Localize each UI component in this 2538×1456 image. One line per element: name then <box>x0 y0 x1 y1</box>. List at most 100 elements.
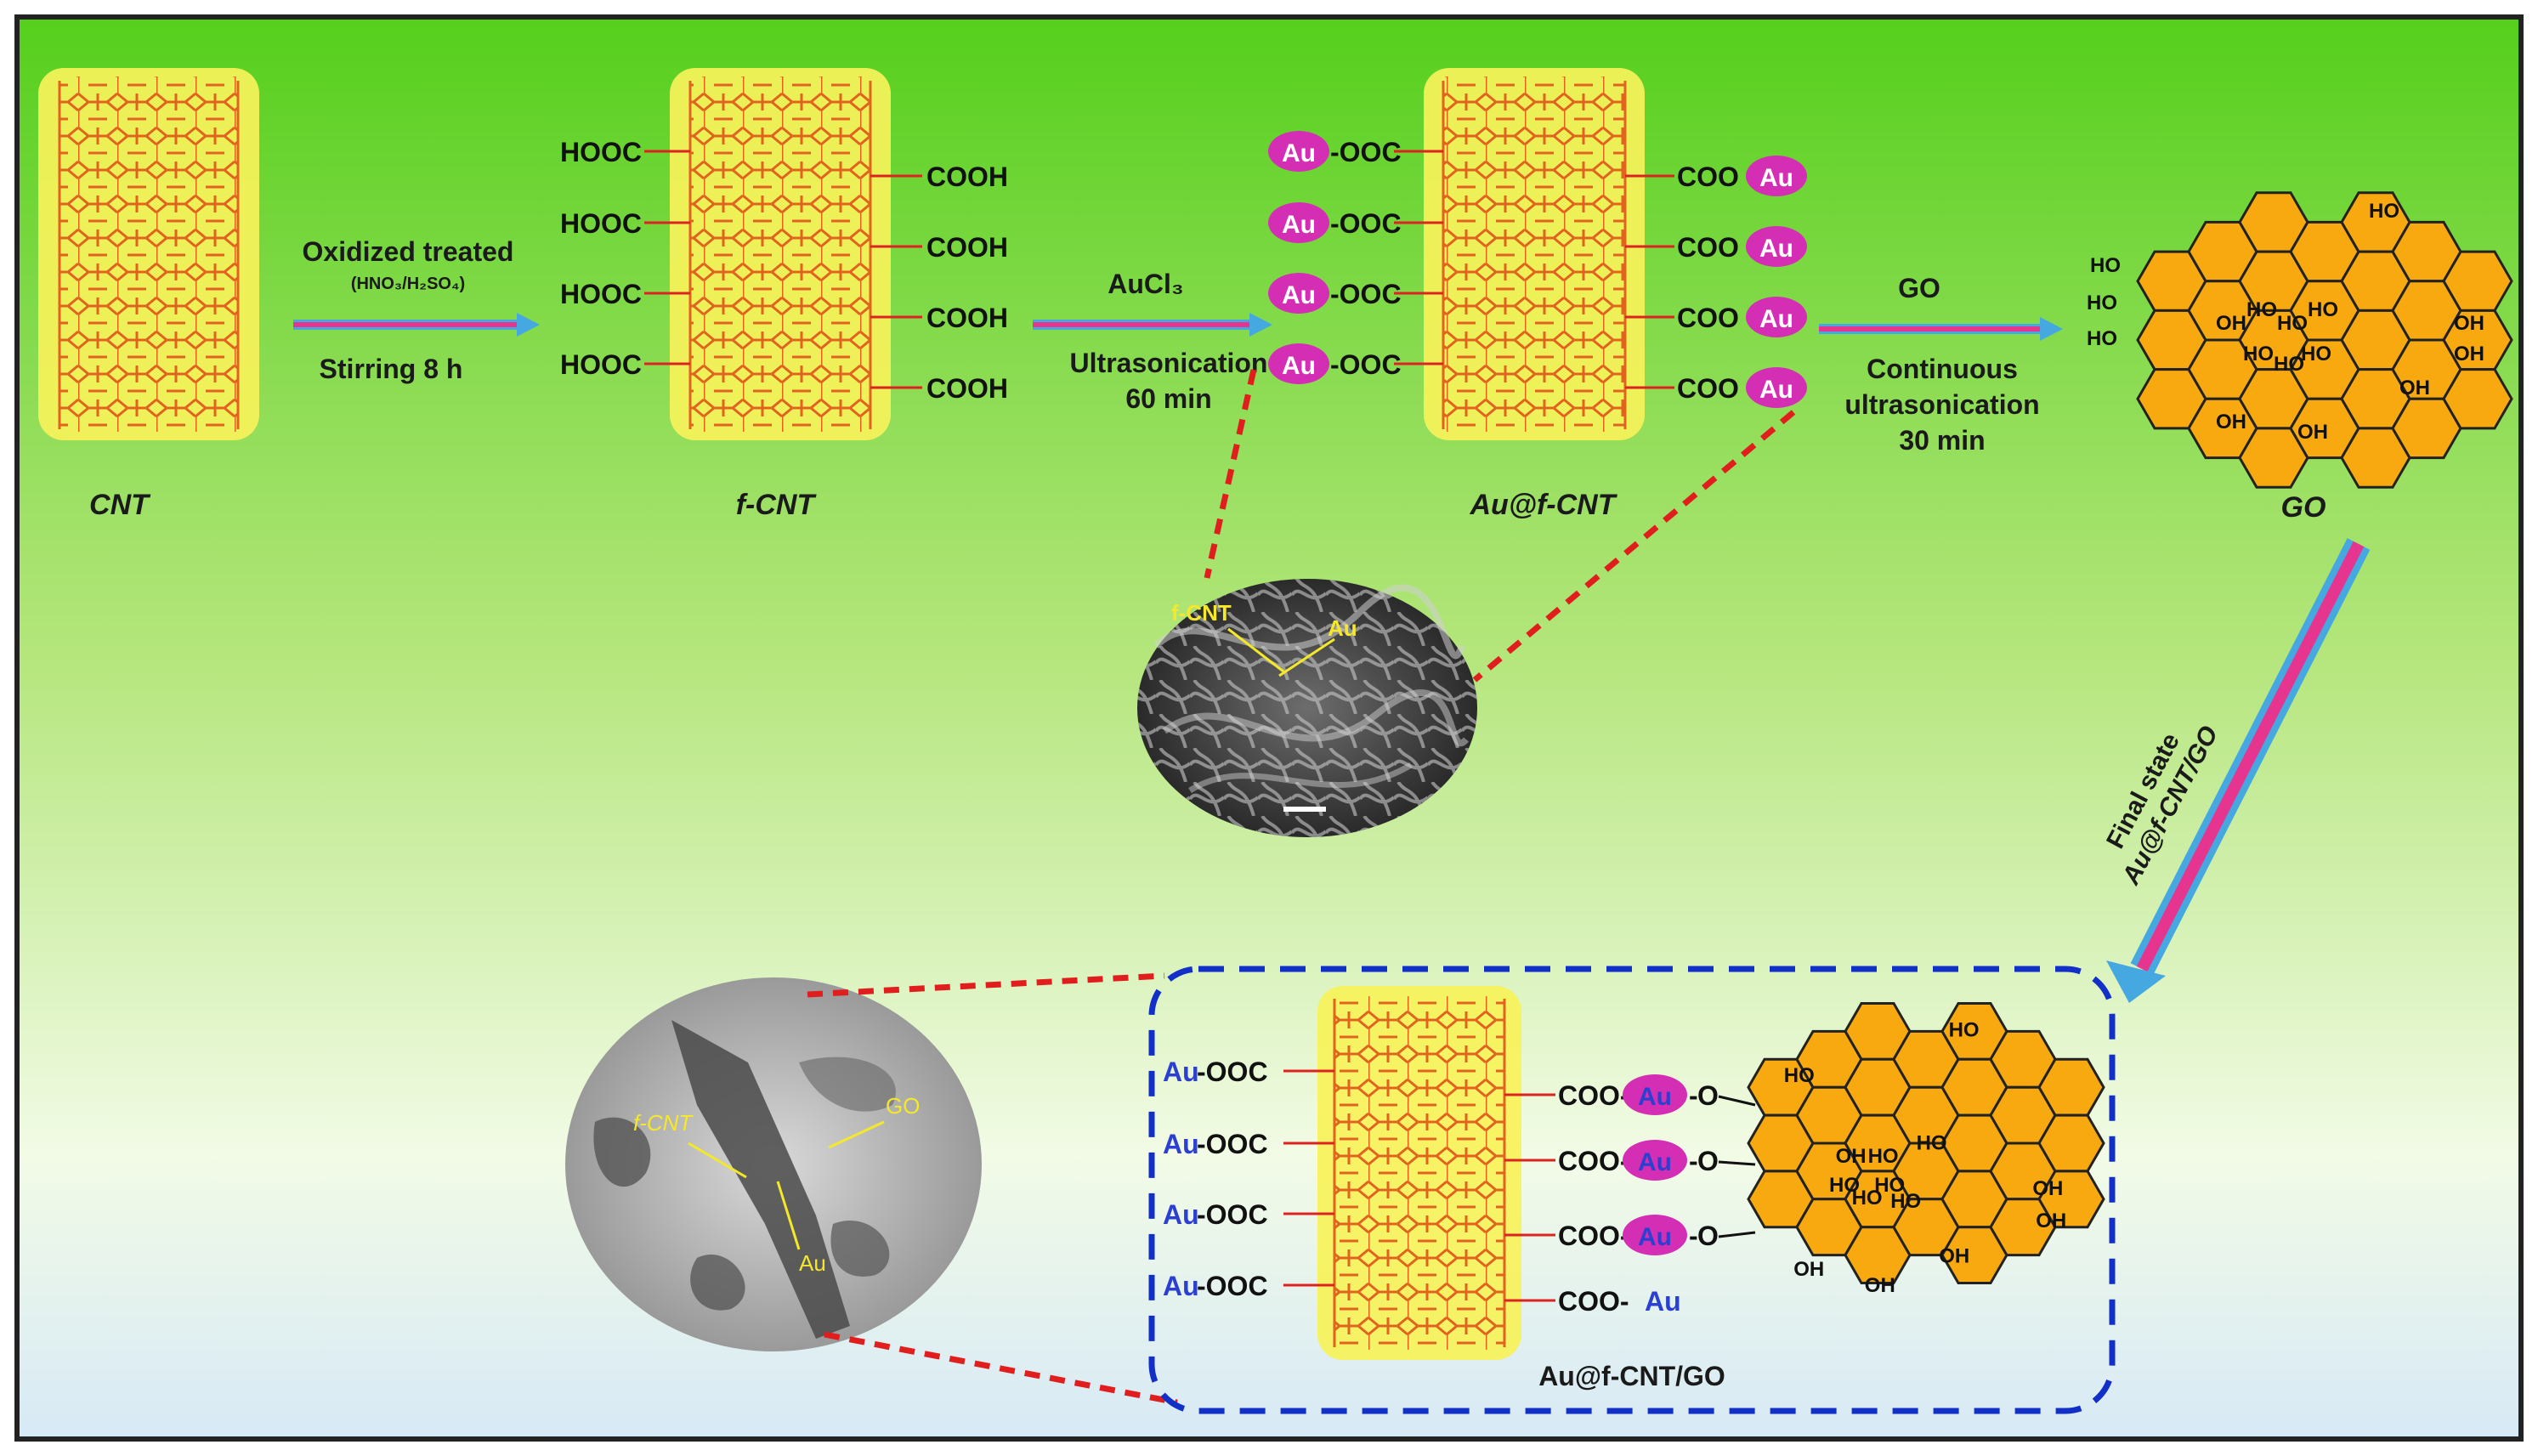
au-nanoparticle <box>1268 202 1329 243</box>
hydroxyl-group: HO <box>1917 1132 1947 1155</box>
coo-group: COO <box>1677 232 1739 263</box>
oxygen-atom: O <box>1697 1221 1719 1251</box>
aufcnt-right-groups: COO COO COO COO Au Au Au Au <box>1625 156 1807 408</box>
hydroxyl-group: OH <box>2454 312 2484 335</box>
hydroxyl-group: OH <box>1836 1145 1867 1168</box>
go-label: GO <box>2281 491 2326 524</box>
composite-cnt-tube <box>1317 986 1521 1360</box>
step2-bottom-label-2: 60 min <box>1125 383 1211 414</box>
step1-reagent-label: (HNO₃/H₂SO₄) <box>351 275 465 293</box>
dash-bond: - <box>1689 1080 1698 1111</box>
tem-go-label: GO <box>886 1093 920 1119</box>
hydroxyl-group: OH <box>1865 1274 1895 1297</box>
sem-connector-left <box>1204 369 1257 579</box>
cooh-group: COOH <box>926 232 1008 263</box>
hydroxyl-group: HO <box>2308 298 2338 321</box>
coo-group: COO- <box>1558 1221 1629 1251</box>
hydroxyl-group: HO <box>2301 343 2331 365</box>
au-nanoparticle <box>1623 1074 1687 1115</box>
go-hexagon <box>2037 1170 2105 1229</box>
fcnt-right-groups: COOH COOH COOH COOH <box>870 161 1008 404</box>
sem-micrograph: f-CNT Au <box>1137 579 1477 837</box>
au-symbol: Au <box>1282 281 1316 309</box>
fcnt-left-groups: HOOC HOOC HOOC HOOC <box>560 137 690 380</box>
hydroxyl-group: OH <box>2297 421 2328 444</box>
ooc-group: -OOC <box>1197 1129 1268 1159</box>
coo-group: COO <box>1677 303 1739 333</box>
sem-fcnt-label: f-CNT <box>1171 600 1232 626</box>
sem-au-label: Au <box>1328 615 1357 641</box>
step1-top-label: Oxidized treated <box>303 236 514 267</box>
aufcnt-label: Au@f-CNT <box>1470 489 1618 521</box>
ooc-group: -OOC <box>1330 279 1402 309</box>
composite-label: Au@f-CNT/GO <box>1538 1361 1725 1391</box>
hydroxyl-group: HO <box>2087 327 2117 350</box>
au-symbol: Au <box>1645 1286 1681 1317</box>
au-nanoparticle <box>1623 1140 1687 1181</box>
aufcnt-tube <box>1424 68 1645 440</box>
au-nanoparticle <box>1268 343 1329 384</box>
tem-au-label: Au <box>799 1250 826 1276</box>
step2-top-label: AuCl₃ <box>1108 269 1183 299</box>
tem-connector-bottom <box>824 1331 1178 1406</box>
au-symbol: Au <box>1638 1148 1672 1176</box>
composite-right-groups: COO- COO- COO- COO- Au Au Au Au - - - O … <box>1504 1074 1756 1317</box>
cooh-group: COOH <box>926 161 1008 192</box>
hydroxyl-group: HO <box>2087 292 2117 314</box>
hooc-group: HOOC <box>560 279 642 309</box>
au-nanoparticle <box>1268 273 1329 314</box>
step3-bottom-label-3: 30 min <box>1899 425 1985 456</box>
oxygen-atom: O <box>1697 1146 1719 1176</box>
cooh-group: COOH <box>926 303 1008 333</box>
au-symbol: Au <box>1759 164 1793 192</box>
au-symbol: Au <box>1163 1199 1199 1230</box>
coo-group: COO- <box>1558 1080 1629 1111</box>
coo-group: COO <box>1677 373 1739 404</box>
au-symbol: Au <box>1282 139 1316 167</box>
ooc-group: -OOC <box>1197 1057 1268 1087</box>
au-nanoparticle <box>1746 226 1807 267</box>
au-nanoparticle <box>1623 1215 1687 1255</box>
composite-left-groups: Au Au Au Au -OOC -OOC -OOC -OOC <box>1163 1057 1334 1301</box>
hydroxyl-group: HO <box>2277 312 2308 335</box>
aufcnt-left-groups: Au Au Au Au -OOC -OOC -OOC -OOC <box>1268 131 1443 384</box>
au-symbol: Au <box>1759 235 1793 263</box>
ooc-group: -OOC <box>1330 349 1402 380</box>
hooc-group: HOOC <box>560 137 642 167</box>
hydroxyl-group: HO <box>1868 1145 1899 1168</box>
hydroxyl-group: HO <box>1852 1187 1883 1210</box>
cooh-group: COOH <box>926 373 1008 404</box>
cnt-label: CNT <box>89 489 151 521</box>
au-symbol: Au <box>1759 376 1793 404</box>
hydroxyl-group: OH <box>2454 343 2484 365</box>
hydroxyl-group: OH <box>2032 1177 2063 1200</box>
composite-box <box>1148 966 2116 1414</box>
au-nanoparticle <box>1746 367 1807 408</box>
au-nanoparticle <box>1746 156 1807 196</box>
hydroxyl-group: OH <box>2216 312 2246 335</box>
hydroxyl-group: HO <box>2243 343 2274 365</box>
step2-bottom-label-1: Ultrasonication <box>1070 348 1268 378</box>
sem-connector-right <box>1472 410 1796 683</box>
au-symbol: Au <box>1759 305 1793 333</box>
au-symbol: Au <box>1638 1083 1672 1111</box>
step3-bottom-label-2: ultrasonication <box>1844 389 2039 420</box>
hydroxyl-group: HO <box>2246 298 2277 321</box>
au-nanoparticle <box>1746 297 1807 337</box>
step3-arrow <box>1819 317 2063 341</box>
hydroxyl-group: HO <box>2090 254 2121 277</box>
hydroxyl-group: OH <box>1939 1245 1969 1268</box>
dash-bond: - <box>1689 1146 1698 1176</box>
step2-arrow <box>1033 313 1272 337</box>
au-nanoparticle <box>1268 131 1329 172</box>
final-state-arrow <box>2106 538 2371 1003</box>
hydroxyl-group: HO <box>1890 1190 1921 1213</box>
tem-connector-top <box>807 972 1165 998</box>
oxygen-atom: O <box>1697 1080 1719 1111</box>
au-symbol: Au <box>1638 1223 1672 1251</box>
step1-arrow <box>293 313 540 337</box>
hydroxyl-group: HO <box>2274 353 2304 376</box>
